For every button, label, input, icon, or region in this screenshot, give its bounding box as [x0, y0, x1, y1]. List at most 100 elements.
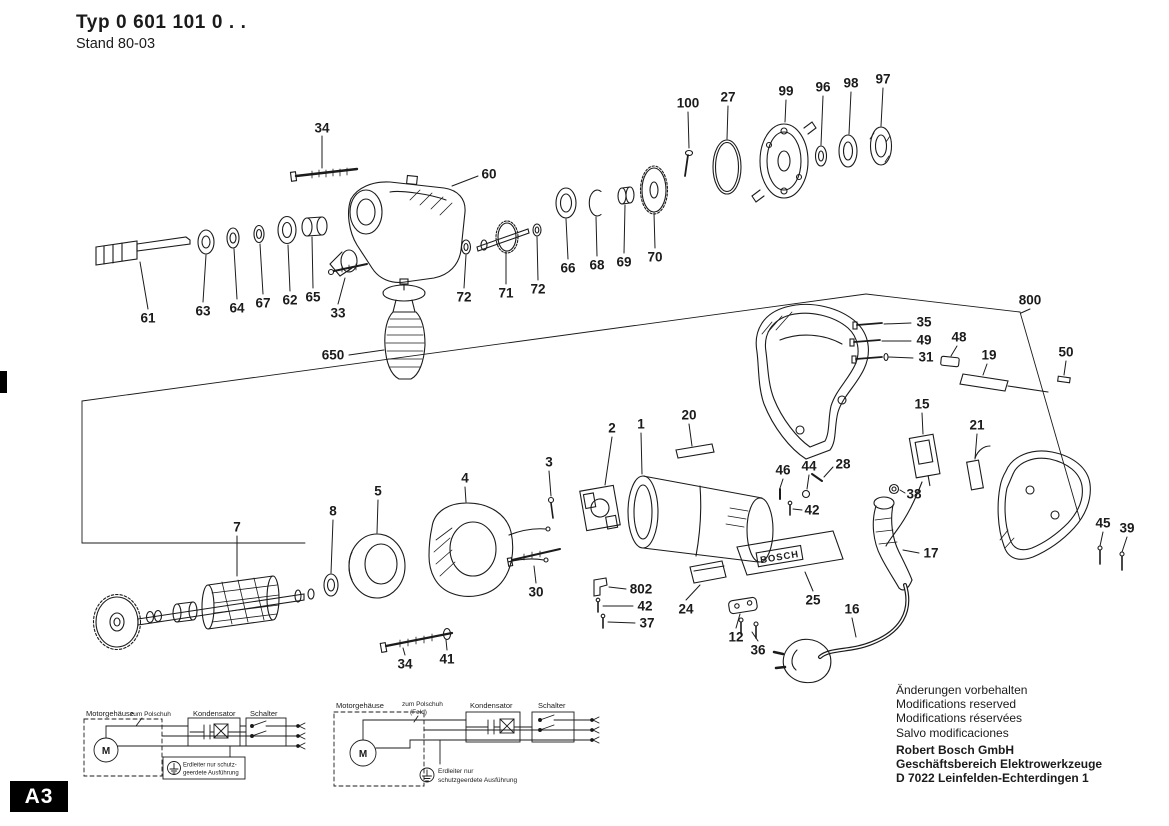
leader-line-99: [784, 99, 787, 123]
wiring2-note-line2: schutzgeerdete Ausführung: [438, 777, 518, 784]
wiring1-note-line1: Erdleiter nur schutz-: [183, 763, 237, 769]
leader-line-68: [595, 216, 598, 257]
leader-line-69: [623, 204, 626, 254]
leader-line-72: [463, 254, 467, 289]
scan-artifact: [0, 371, 7, 393]
base-plate-drawing: BOSCH: [689, 530, 844, 639]
leader-line-24: [685, 584, 701, 601]
wiring1-polschuh-label: zum Polschuh: [130, 711, 171, 718]
wiring2-polschuh-label: zum Polschuh: [402, 701, 443, 708]
wiring2-note-line1: Erdleiter nur: [438, 768, 474, 775]
brush-plate-drawing: [506, 484, 621, 567]
type-number-title: Typ 0 601 101 0 . .: [76, 12, 247, 33]
footer-legal-block: Änderungen vorbehalten Modifications res…: [896, 683, 1102, 785]
leader-line-97: [880, 87, 884, 127]
leader-line-72: [536, 236, 539, 281]
leader-line-16: [851, 617, 857, 638]
cord-drawing: [772, 496, 913, 684]
drawing-header: Typ 0 601 101 0 . . Stand 80-03: [76, 12, 247, 52]
leader-line-45: [1099, 531, 1104, 547]
wiring2-polschuh-label2: (Feld): [410, 709, 427, 716]
leader-line-62: [287, 244, 291, 292]
side-handle-drawing: [382, 278, 426, 380]
wiring2-kondensator-label: Kondensator: [470, 701, 513, 710]
washer-row-drawing: [197, 215, 328, 255]
leader-line-48: [950, 345, 958, 357]
small-fastener-parts-drawing: [593, 577, 608, 629]
assembly-outline-lines: [81, 293, 1081, 544]
leader-line-41: [445, 639, 448, 651]
leader-line-67: [259, 243, 264, 295]
footer-notice-en: Modifications reserved: [896, 697, 1017, 712]
screw-34-bottom-drawing: [379, 627, 454, 654]
field-housing-drawing: [627, 443, 774, 563]
leader-line-27: [726, 105, 729, 140]
leader-line-33: [337, 277, 346, 305]
bearing-flange-parts-drawing: [684, 121, 893, 203]
leader-line-100: [687, 111, 690, 149]
leader-line-35: [883, 322, 912, 325]
footer-notice-fr: Modifications réservées: [896, 711, 1023, 726]
leader-line-34: [402, 647, 406, 656]
leader-lines: [139, 87, 1128, 656]
footer-notice-de: Änderungen vorbehalten: [896, 683, 1028, 697]
wiring-diagram-left: Motorgehäuse M zum Polschuh Kondensator …: [83, 709, 306, 780]
leader-line-802: [608, 586, 627, 590]
leader-line-28: [823, 466, 834, 478]
leader-line-96: [820, 95, 824, 146]
ring-washer-drawing: [323, 533, 406, 599]
gear-housing-drawing: [329, 174, 466, 283]
leader-line-800: [1020, 308, 1031, 314]
armature-drawing: [92, 575, 315, 651]
leader-line-66: [565, 218, 569, 260]
leader-line-70: [653, 212, 656, 249]
leader-line-42: [792, 508, 803, 511]
stator-drawing: [428, 502, 551, 597]
wiring2-motor-letter: M: [359, 749, 367, 760]
leader-line-25: [804, 571, 814, 592]
wiring1-motor-letter: M: [102, 746, 110, 757]
screw-34-top-drawing: [289, 167, 359, 182]
gear-train-parts-drawing: [555, 165, 669, 219]
leader-line-1: [640, 432, 643, 475]
leader-line-21: [974, 433, 978, 460]
leader-line-20: [688, 423, 693, 447]
wiring1-housing-label: Motorgehäuse: [86, 709, 134, 718]
leader-line-39: [1121, 536, 1128, 553]
stand-date: Stand 80-03: [76, 36, 156, 52]
wiring1-kondensator-label: Kondensator: [193, 709, 236, 718]
leader-line-60: [451, 175, 479, 187]
leader-line-36: [751, 631, 759, 642]
leader-line-65: [311, 236, 314, 289]
leader-line-37: [607, 621, 636, 624]
leader-line-98: [848, 91, 852, 135]
leader-line-61: [139, 261, 149, 310]
footer-division: Geschäftsbereich Elektrowerkzeuge: [896, 757, 1103, 772]
leader-line-46: [779, 478, 784, 489]
leader-line-44: [806, 474, 810, 490]
brush-cover-parts-drawing: [940, 355, 1071, 393]
leader-line-2: [604, 436, 613, 486]
leader-line-4: [464, 486, 467, 503]
leader-line-64: [233, 248, 238, 300]
leader-line-8: [330, 519, 334, 574]
wiring-diagram-right: Motorgehäuse M zum Polschuh (Feld) Konde…: [333, 701, 600, 787]
sheet-code-badge: A3: [10, 781, 68, 812]
wiring2-housing-label: Motorgehäuse: [336, 701, 384, 710]
leader-line-50: [1063, 360, 1067, 376]
leader-line-19: [982, 363, 988, 376]
footer-company: Robert Bosch GmbH: [896, 742, 1015, 757]
brush-parts-drawing: [779, 433, 991, 547]
leader-line-30: [533, 565, 537, 584]
footer-address: D 7022 Leinfelden-Echterdingen 1: [896, 771, 1089, 786]
wiring1-schalter-label: Schalter: [250, 709, 278, 718]
footer-notice-es: Salvo modificaciones: [896, 725, 1009, 740]
intermediate-gear-drawing: [460, 220, 542, 255]
leader-line-5: [376, 499, 379, 534]
spindle-drawing: [95, 236, 191, 266]
leader-line-63: [202, 254, 207, 303]
leader-line-12: [735, 613, 741, 629]
leader-line-3: [548, 470, 552, 497]
